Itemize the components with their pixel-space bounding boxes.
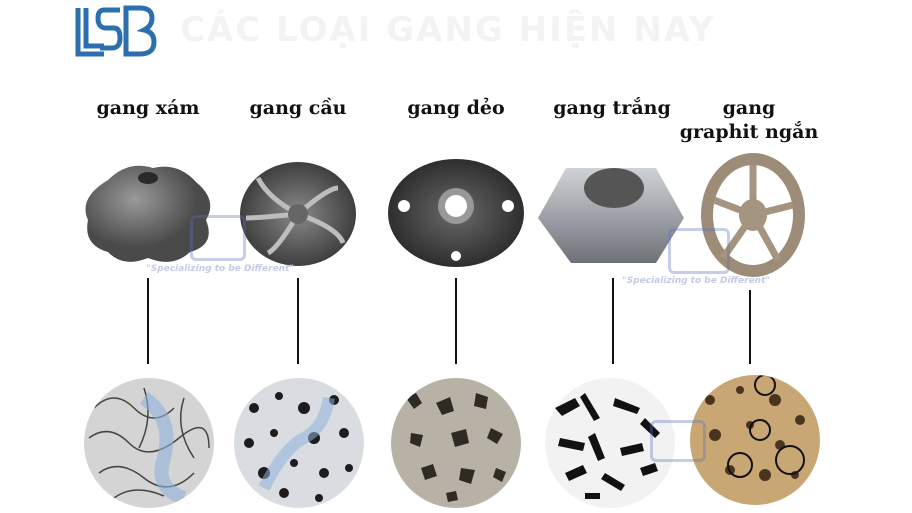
watermark-slogan-right: "Specializing to be Different" — [622, 276, 771, 286]
connector-line — [455, 278, 457, 364]
wheel-casting-image — [701, 153, 805, 277]
label-line-1: gang — [722, 97, 776, 119]
watermark-logo-left — [190, 215, 246, 261]
page-title: CÁC LOẠI GANG HIỆN NAY — [180, 10, 716, 50]
label-gang-deo: gang dẻo — [407, 97, 505, 119]
watermark-logo-right — [668, 228, 730, 274]
flake-graphite-micrograph — [84, 378, 214, 508]
label-gang-graphit-ngan: gang graphit ngắn — [664, 96, 834, 144]
label-gang-cau: gang cầu — [249, 97, 347, 119]
wedge-block-casting-image — [538, 168, 684, 263]
lsb-logo — [75, 5, 157, 57]
temper-carbon-micrograph — [391, 378, 521, 508]
compacted-graphite-micrograph — [690, 375, 820, 505]
label-gang-trang: gang trắng — [553, 97, 671, 119]
watermark-logo-bottom — [650, 420, 706, 462]
connector-line — [749, 290, 751, 364]
star-knob-casting-image — [85, 165, 211, 262]
connector-line — [147, 278, 149, 364]
impeller-casting-image — [240, 162, 356, 266]
connector-line — [612, 278, 614, 364]
white-iron-micrograph — [545, 378, 675, 508]
watermark-slogan-left: "Specializing to be Different" — [146, 264, 295, 274]
floor-flange-casting-image — [388, 159, 524, 267]
nodular-graphite-micrograph — [234, 378, 364, 508]
label-line-2: graphit ngắn — [679, 121, 819, 143]
connector-line — [297, 278, 299, 364]
label-gang-xam: gang xám — [96, 97, 200, 119]
